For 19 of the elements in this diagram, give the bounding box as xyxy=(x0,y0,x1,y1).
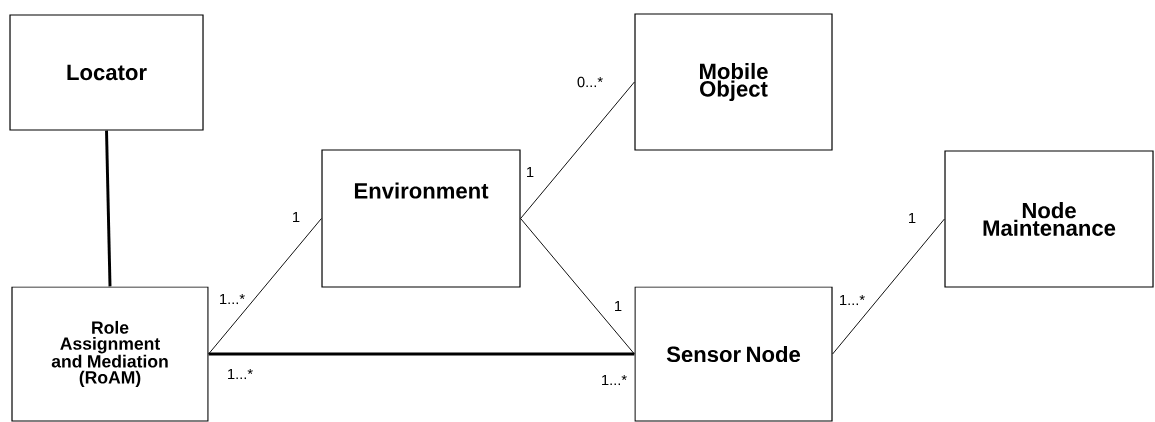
multiplicity-label: 1...* xyxy=(228,368,253,380)
class-box: Environment xyxy=(321,149,521,288)
association-line xyxy=(208,218,322,355)
class-box: Role Assignment and Mediation (RoAM) xyxy=(11,286,209,422)
multiplicity-label: 0...* xyxy=(577,76,603,88)
class-box: Mobile Object xyxy=(634,13,833,151)
multiplicity-label: 1 xyxy=(293,211,300,223)
multiplicity-label: 1 xyxy=(909,212,916,224)
association-line xyxy=(105,130,112,287)
class-box: Node Maintenance xyxy=(944,150,1154,288)
association-line xyxy=(832,218,945,355)
multiplicity-label: 1 xyxy=(615,300,622,312)
class-box: Locator xyxy=(9,14,204,131)
association-line xyxy=(520,218,635,355)
association-line xyxy=(208,352,635,356)
multiplicity-label: 1...* xyxy=(840,294,865,306)
multiplicity-label: 1...* xyxy=(220,293,245,305)
class-box: Sensor Node xyxy=(634,286,833,422)
association-line xyxy=(520,81,635,219)
